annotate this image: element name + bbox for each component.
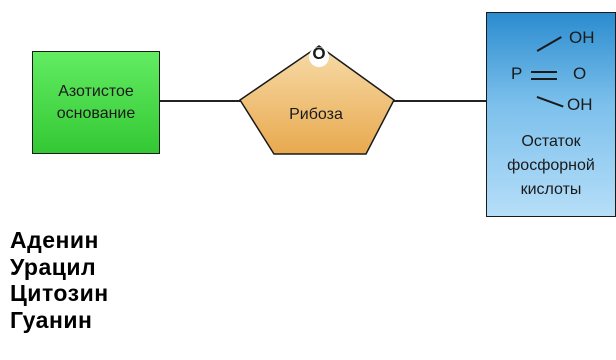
phosphate-label: Остаток фосфорной кислоты: [487, 130, 615, 202]
bases-list: Аденин Урацил Цитозин Гуанин: [10, 227, 109, 333]
nitrogen-base-box: Азотистое основание: [32, 51, 160, 154]
phosphate-label-line1: Остаток: [521, 133, 581, 150]
ribose-pentagon: [238, 45, 395, 155]
base-guanine: Гуанин: [10, 306, 93, 333]
nitrogen-base-label-line2: основание: [56, 104, 136, 122]
phosphate-box: OH P O OH Остаток фосфорной кислоты: [486, 12, 616, 217]
base-cytosine: Цитозин: [10, 280, 109, 306]
bond-double-1: [531, 71, 557, 73]
phosphate-label-line3: кислоты: [520, 181, 582, 198]
bond-bottom: [536, 96, 564, 108]
formula-p: P: [511, 64, 523, 83]
nitrogen-base-label-line1: Азотистое: [58, 82, 134, 100]
ring-oxygen-label: O: [312, 44, 326, 63]
sugar-phosphate-connector: [392, 100, 486, 102]
base-sugar-connector: [160, 100, 242, 102]
phosphate-label-line2: фосфорной: [507, 157, 595, 174]
bond-top: [536, 36, 562, 52]
formula-o: O: [573, 64, 587, 83]
formula-oh-top: OH: [569, 28, 595, 47]
base-adenine: Аденин: [10, 227, 99, 253]
formula-oh-bottom: OH: [567, 95, 593, 114]
bond-double-2: [531, 78, 557, 80]
ribose-label: Рибоза: [289, 106, 343, 123]
base-uracil: Урацил: [10, 253, 97, 280]
